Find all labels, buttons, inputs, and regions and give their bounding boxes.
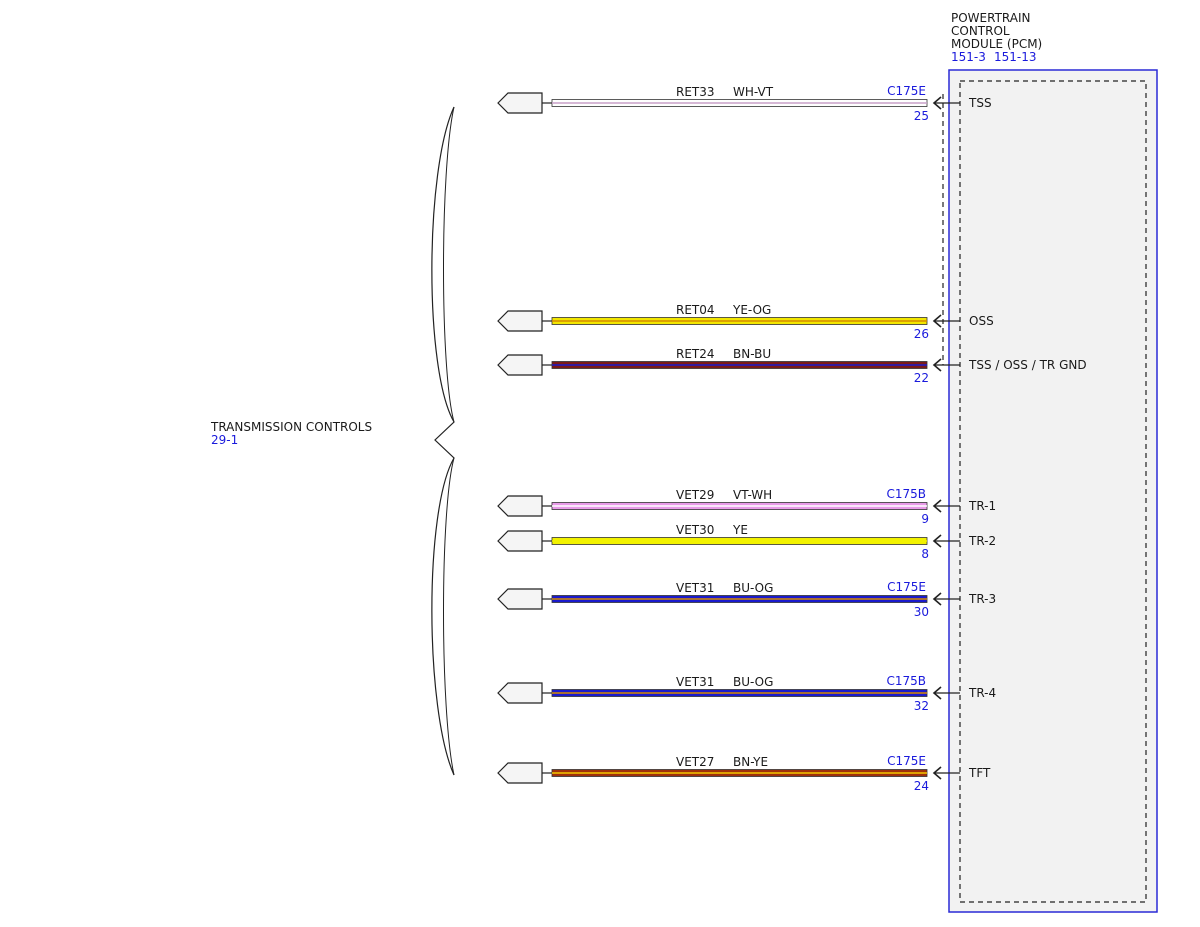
circuit-id: RET24 — [676, 347, 715, 361]
pin-number: 26 — [914, 327, 929, 341]
pcm-signal-label: TR-2 — [968, 534, 996, 548]
connector-terminal[interactable] — [497, 310, 543, 332]
pin-number: 30 — [914, 605, 929, 619]
circuit-row: RET33 WH-VT C175E 25 TSS — [497, 84, 992, 123]
pin-number: 24 — [914, 779, 929, 793]
pcm-name-line-1: POWERTRAIN — [951, 11, 1031, 25]
pcm-name-line-2: CONTROL — [951, 24, 1010, 38]
group-brace-inner — [443, 106, 455, 776]
circuit-row: RET24 BN-BU 22 TSS / OSS / TR GND — [497, 347, 1087, 385]
pcm-name-line-3: MODULE (PCM) — [951, 37, 1042, 51]
wire-color-code: YE-OG — [732, 303, 771, 317]
connector-link[interactable]: C175E — [887, 580, 926, 594]
pcm-signal-label: TR-3 — [968, 592, 996, 606]
pcm-signal-label: TR-4 — [968, 686, 996, 700]
wire-color-code: BU-OG — [733, 675, 773, 689]
connector-terminal[interactable] — [497, 530, 543, 552]
circuit-id: VET31 — [676, 581, 714, 595]
circuit-row: RET04 YE-OG 26 OSS — [497, 303, 994, 341]
pcm-signal-label: TSS / OSS / TR GND — [968, 358, 1087, 372]
group-brace — [431, 106, 455, 776]
connector-link[interactable]: C175E — [887, 754, 926, 768]
pcm-module-box[interactable] — [948, 69, 1158, 913]
pin-number: 8 — [921, 547, 929, 561]
connector-terminal[interactable] — [497, 92, 543, 114]
circuit-id: VET27 — [676, 755, 714, 769]
wire-color-code: BU-OG — [733, 581, 773, 595]
circuit-row: VET31 BU-OG C175B 32 TR-4 — [497, 674, 996, 713]
pcm-signal-label: OSS — [969, 314, 994, 328]
circuit-row: VET29 VT-WH C175B 9 TR-1 — [497, 487, 996, 526]
wire-color-code: YE — [732, 523, 748, 537]
wire-color-code: BN-YE — [733, 755, 768, 769]
pcm-module-inner-outline — [959, 80, 1147, 903]
connector-link[interactable]: C175E — [887, 84, 926, 98]
connector-link[interactable]: C175B — [886, 674, 926, 688]
group-label: TRANSMISSION CONTROLS — [210, 420, 372, 434]
pcm-signal-label: TFT — [968, 766, 991, 780]
connector-terminal[interactable] — [497, 495, 543, 517]
pcm-signal-label: TSS — [968, 96, 992, 110]
connector-terminal[interactable] — [497, 682, 543, 704]
wire-group: RET33 WH-VT C175E 25 TSS RET04 YE-OG 26 OSS RET24… — [497, 84, 1087, 793]
wire-color-code: BN-BU — [733, 347, 771, 361]
circuit-id: VET31 — [676, 675, 714, 689]
group-ref-link[interactable]: 29-1 — [211, 433, 238, 447]
connector-link[interactable]: C175B — [886, 487, 926, 501]
connector-terminal[interactable] — [497, 762, 543, 784]
pin-number: 32 — [914, 699, 929, 713]
pcm-signal-label: TR-1 — [968, 499, 996, 513]
circuit-id: VET29 — [676, 488, 714, 502]
circuit-row: VET31 BU-OG C175E 30 TR-3 — [497, 580, 996, 619]
pin-number: 22 — [914, 371, 929, 385]
connector-terminal[interactable] — [497, 588, 543, 610]
pcm-ref-link-1[interactable]: 151-3 — [951, 50, 986, 64]
wire-color-code: WH-VT — [733, 85, 774, 99]
pcm-ref-link-2[interactable]: 151-13 — [994, 50, 1037, 64]
circuit-id: RET33 — [676, 85, 715, 99]
circuit-id: RET04 — [676, 303, 715, 317]
circuit-row: VET30 YE 8 TR-2 — [497, 523, 996, 561]
connector-terminal[interactable] — [497, 354, 543, 376]
circuit-row: VET27 BN-YE C175E 24 TFT — [497, 754, 991, 793]
wire-color-code: VT-WH — [733, 488, 772, 502]
pin-number: 25 — [914, 109, 929, 123]
pin-number: 9 — [921, 512, 929, 526]
circuit-id: VET30 — [676, 523, 714, 537]
